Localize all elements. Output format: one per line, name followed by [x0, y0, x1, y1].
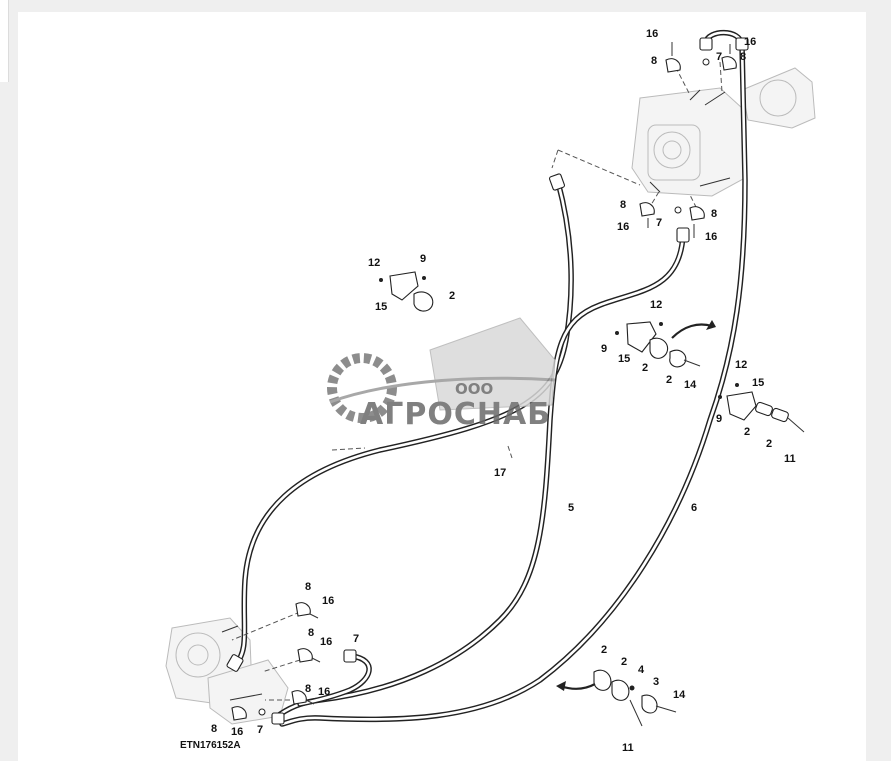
callout-16: 16: [320, 636, 332, 648]
callout-2: 2: [621, 656, 627, 668]
figure-code: ETN176152A: [180, 740, 241, 751]
watermark-logo: ООО АГРОСНАБ: [327, 317, 556, 432]
callout-4: 4: [638, 664, 645, 676]
callout-8: 8: [211, 723, 217, 735]
callout-7: 7: [656, 217, 662, 229]
hose-5: [272, 232, 686, 721]
callout-2: 2: [744, 426, 750, 438]
watermark-company: АГРОСНАБ: [360, 397, 551, 432]
callout-16: 16: [617, 221, 629, 233]
callout-16: 16: [322, 595, 334, 607]
callout-16: 16: [744, 36, 756, 48]
callout-15: 15: [752, 377, 764, 389]
callout-8: 8: [305, 581, 311, 593]
clamp-set-top: [639, 42, 737, 238]
callout-2: 2: [642, 362, 648, 374]
callout-8: 8: [740, 51, 746, 63]
callout-16: 16: [231, 726, 243, 738]
lower-pump-assembly: [165, 617, 289, 725]
callout-8: 8: [711, 208, 717, 220]
watermark-legal-form: ООО: [455, 380, 493, 398]
clamp-set-middle: [615, 320, 716, 368]
callout-16: 16: [705, 231, 717, 243]
callout-9: 9: [601, 343, 607, 355]
callout-12: 12: [368, 257, 380, 269]
callout-14: 14: [673, 689, 686, 701]
callout-7: 7: [716, 51, 722, 63]
callout-12: 12: [735, 359, 747, 371]
hose-fittings: [226, 37, 749, 725]
callout-3: 3: [653, 676, 659, 688]
callout-8: 8: [305, 683, 311, 695]
callout-2: 2: [666, 374, 672, 386]
clamp-set-upper-left: [379, 271, 434, 312]
callout-2: 2: [766, 438, 772, 450]
callout-17: 17: [494, 467, 506, 479]
callout-2: 2: [601, 644, 607, 656]
clamp-set-right: [718, 383, 805, 433]
callout-2: 2: [449, 290, 455, 302]
callout-11: 11: [622, 742, 634, 754]
callout-15: 15: [618, 353, 630, 365]
callout-8: 8: [308, 627, 314, 639]
callout-7: 7: [353, 633, 359, 645]
callout-8: 8: [620, 199, 626, 211]
callout-9: 9: [716, 413, 722, 425]
callout-7: 7: [257, 724, 263, 736]
callout-11: 11: [784, 453, 796, 465]
clamp-set-lower-left: [231, 602, 321, 721]
callout-15: 15: [375, 301, 387, 313]
upper-pump-assembly: [631, 67, 816, 197]
callout-5: 5: [568, 502, 574, 514]
left-panel-edge: [0, 0, 9, 82]
callout-8: 8: [651, 55, 657, 67]
hose-left-long: [232, 179, 574, 668]
callout-6: 6: [691, 502, 697, 514]
hose-lower-elbow: [297, 653, 372, 707]
callout-9: 9: [420, 253, 426, 265]
callout-labels: 16 8 7 16 8 8 16 7 8 16 12 9 15 2 12 9 1…: [211, 28, 796, 754]
callout-16: 16: [646, 28, 658, 40]
clamp-set-lower-right: [556, 669, 677, 727]
callout-12: 12: [650, 299, 662, 311]
hose-6: [279, 29, 748, 727]
callout-16: 16: [318, 686, 330, 698]
callout-14: 14: [684, 379, 697, 391]
